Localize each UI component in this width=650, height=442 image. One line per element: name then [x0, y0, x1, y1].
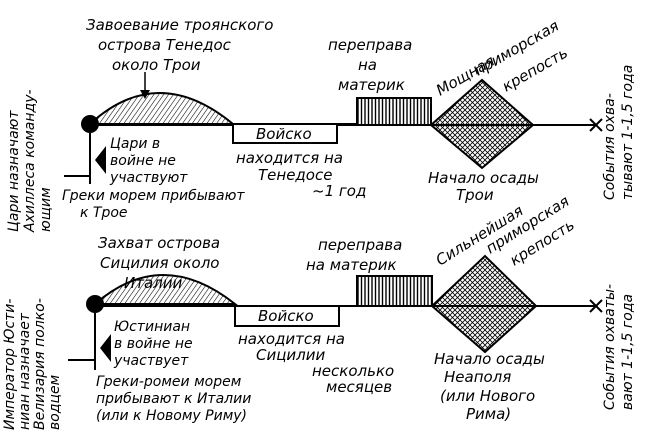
- d1-right-vertical-2: тывают 1-1,5 года: [620, 65, 636, 200]
- d1-triangle-marker: [95, 146, 106, 174]
- d2-end-cross: [589, 299, 603, 313]
- d1-conquest-arc: [87, 92, 236, 125]
- d2-crossing-1: переправа: [318, 236, 402, 254]
- d1-crossing-3: материк: [338, 76, 405, 94]
- d2-army-box-label: Войско: [258, 307, 314, 325]
- d2-top-annotation-3: Италии: [124, 274, 182, 292]
- d2-top-annotation-1: Захват острова: [98, 234, 220, 252]
- d1-crossing-2: на: [358, 56, 377, 74]
- d2-fortress-diamond: [430, 254, 538, 354]
- d2-triangle-marker: [100, 334, 111, 362]
- d1-top-annotation-3: около Трои: [112, 56, 201, 74]
- d2-conquest-arc: [92, 274, 238, 305]
- d1-kings-note-1: Цари в: [110, 136, 160, 152]
- d1-left-vertical-3: ющим: [38, 187, 54, 232]
- d1-army-location-2: Тенедосе: [258, 166, 332, 184]
- d2-siege-4: Рима): [466, 405, 511, 423]
- d2-army-location-2: Сицилии: [256, 346, 326, 364]
- d1-top-annotation-2: острова Тенедос: [98, 36, 232, 54]
- d1-end-cross: [589, 118, 603, 132]
- d2-sea-note-3: (или к Новому Риму): [96, 408, 247, 424]
- d2-siege-2: Неаполя: [444, 368, 511, 386]
- d2-left-vertical-4: водцем: [47, 374, 63, 430]
- d1-siege-1: Начало осады: [428, 169, 539, 187]
- d2-siege-1: Начало осады: [434, 350, 545, 368]
- d2-kings-note-2: в войне не: [114, 336, 193, 352]
- d1-top-annotation-1: Завоевание троянского: [86, 16, 273, 34]
- d2-army-location-3: несколько: [312, 362, 394, 380]
- d2-army-box: [234, 305, 340, 327]
- d1-kings-note-2: войне не: [110, 153, 176, 169]
- d2-siege-3: (или Нового: [440, 387, 535, 405]
- d1-sea-note-1: Греки морем прибывают: [62, 188, 245, 204]
- d1-army-box: [232, 123, 338, 144]
- d2-army-location-4: месяцев: [326, 378, 392, 396]
- d2-kings-note-1: Юстиниан: [114, 319, 190, 335]
- d2-right-vertical-1: События охваты-: [602, 284, 618, 410]
- d2-sea-note-1: Греки-ромеи морем: [96, 374, 242, 390]
- d1-fortress-diamond: [429, 78, 535, 170]
- d2-left-vertical-2: ниан назначает: [17, 312, 33, 430]
- d2-right-vertical-2: вают 1-1,5 года: [620, 294, 636, 410]
- d2-crossing-2: на материк: [306, 256, 397, 274]
- d1-crossing-block: [356, 97, 432, 126]
- d1-crossing-1: переправа: [328, 36, 412, 54]
- d1-army-box-label: Войско: [256, 125, 312, 143]
- d1-arrow-head: [140, 90, 150, 99]
- d2-sea-note-2: прибывают к Италии: [96, 391, 251, 407]
- d1-siege-2: Трои: [456, 186, 494, 204]
- d2-left-vertical-3: Велизария полко-: [32, 298, 48, 430]
- diagram-2: Император Юсти- ниан назначает Велизария…: [2, 192, 636, 430]
- diagram-1: Цари назначают Ахиллеса команду- ющим За…: [6, 16, 636, 233]
- d1-army-location-1: находится на: [236, 149, 343, 167]
- d1-left-vertical-2: Ахиллеса команду-: [22, 89, 38, 233]
- d1-kings-note-3: участвуют: [109, 170, 188, 186]
- d2-kings-note-3: участвует: [113, 353, 189, 369]
- d1-army-location-3: ~1 год: [312, 182, 366, 200]
- d2-army-location-1: находится на: [238, 330, 345, 348]
- d2-top-annotation-2: Сицилия около: [100, 254, 220, 272]
- d2-crossing-block: [356, 275, 433, 307]
- d1-right-vertical-1: События охва-: [602, 93, 618, 200]
- d2-left-vertical-1: Император Юсти-: [2, 299, 18, 430]
- d1-left-vertical-1: Цари назначают: [6, 110, 22, 232]
- d1-sea-note-2: к Трое: [80, 205, 128, 221]
